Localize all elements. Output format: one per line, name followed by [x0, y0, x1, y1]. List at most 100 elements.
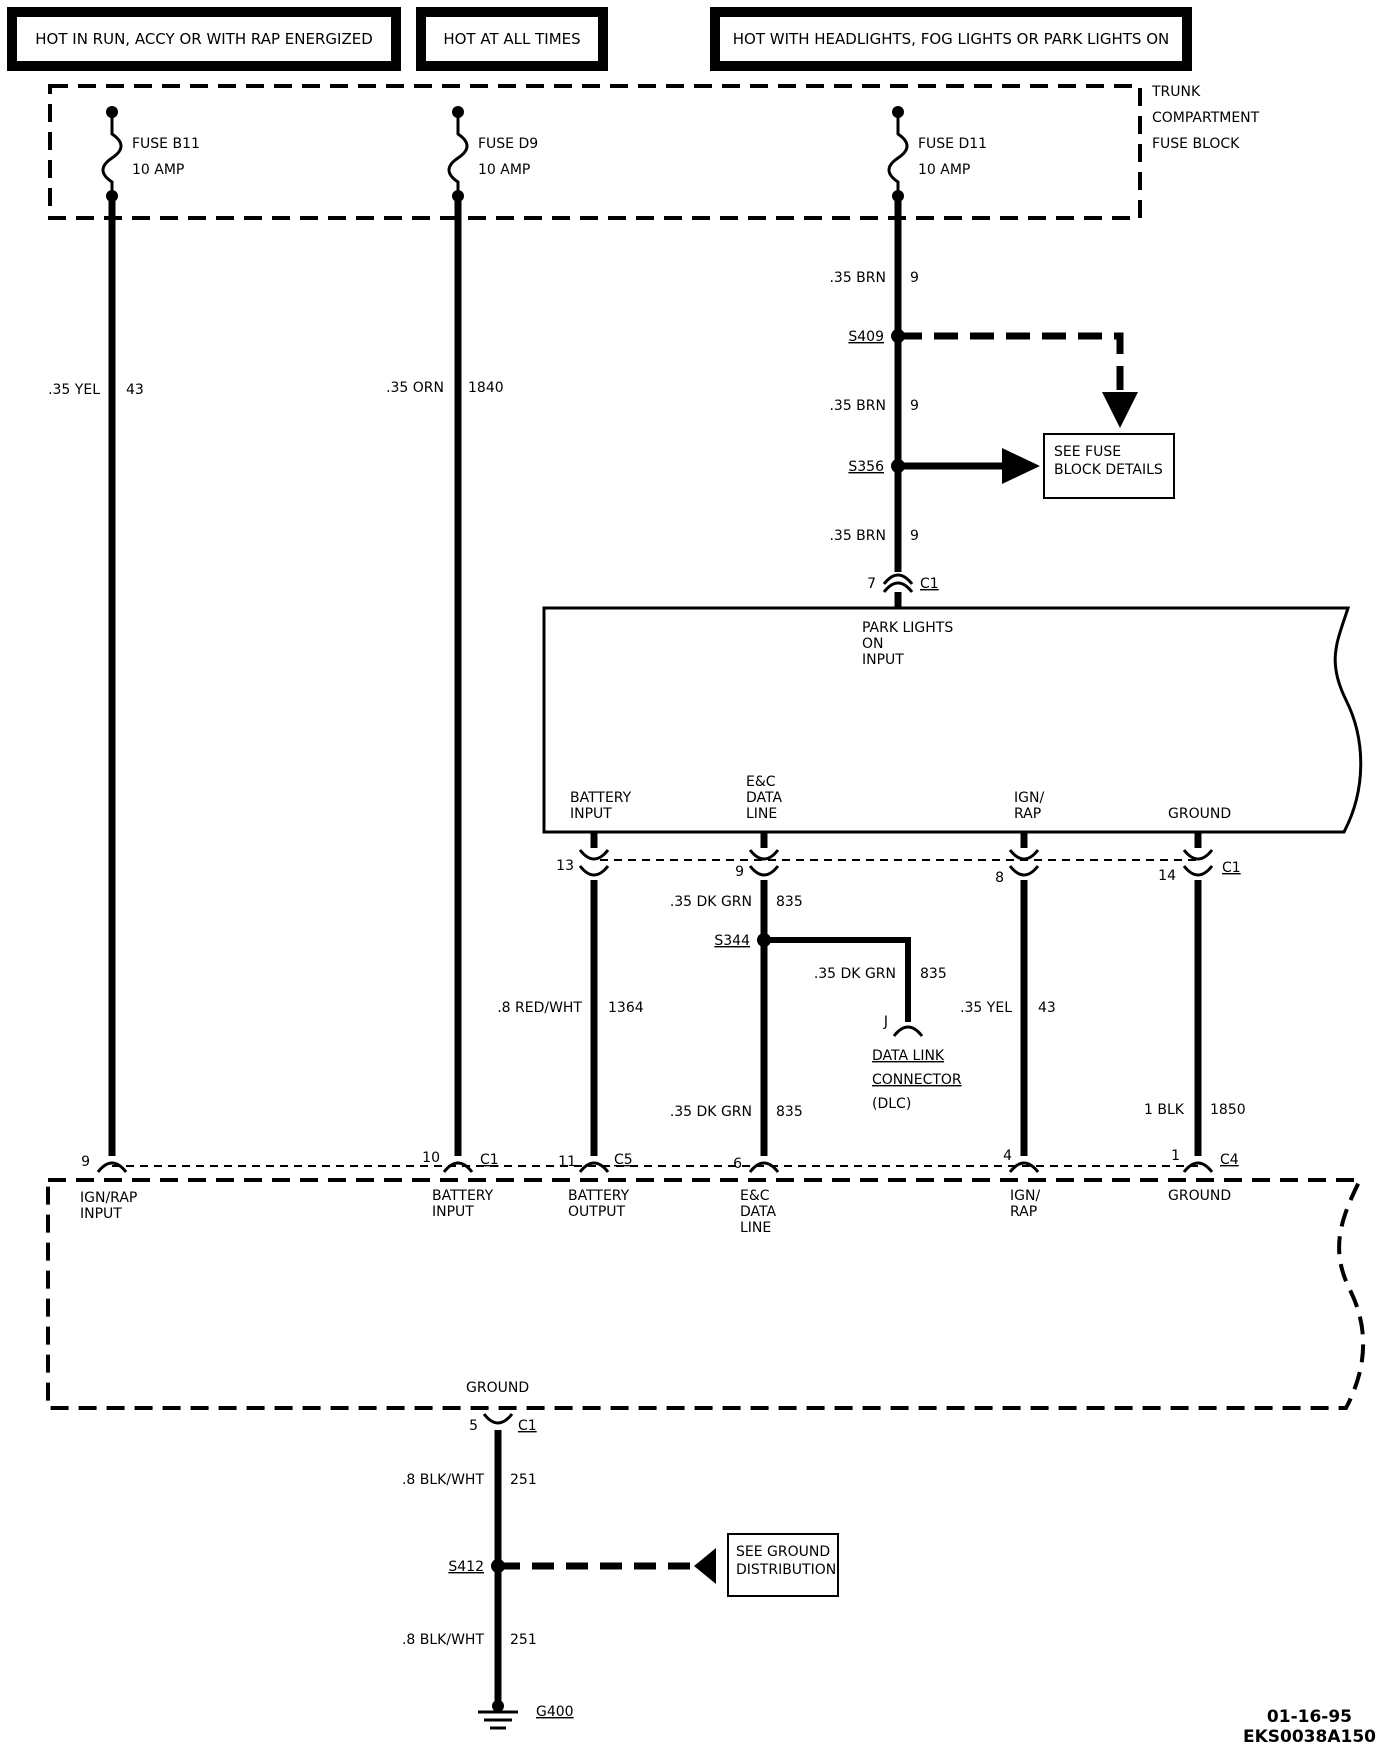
wire-redwht-circuit: 1364 — [608, 1000, 644, 1016]
um-ign-rap-1: IGN/ — [1014, 790, 1044, 806]
wire-yel2-gauge: .35 YEL — [960, 1000, 1012, 1016]
splice-s356-label: S356 — [848, 459, 884, 475]
um-ign-rap-2: RAP — [1014, 806, 1041, 822]
um-battery-input-1: BATTERY — [570, 790, 632, 806]
lm-ec-data-2: DATA — [740, 1204, 776, 1220]
wire-dkgrn-c-circuit: 835 — [776, 1104, 803, 1120]
wire-blkwht-b-gauge: .8 BLK/WHT — [402, 1632, 484, 1648]
lower-pin-1: 1 C4 — [1171, 1148, 1239, 1173]
lm-battery-output-1: BATTERY — [568, 1188, 630, 1204]
lm-battery-output-2: OUTPUT — [568, 1204, 626, 1220]
lm-battery-input-2: INPUT — [432, 1204, 474, 1220]
wire-blkwht-a-circuit: 251 — [510, 1472, 537, 1488]
dlc-label-2: CONNECTOR — [872, 1072, 962, 1088]
wire-brn-c-gauge: .35 BRN — [829, 528, 886, 544]
lower-pin-11: 11 C5 — [558, 1152, 633, 1173]
um-ec-data-2: DATA — [746, 790, 782, 806]
wire-redwht-gauge: .8 RED/WHT — [497, 1000, 582, 1016]
header-ign-rap: HOT IN RUN, ACCY OR WITH RAP ENERGIZED — [7, 7, 401, 71]
fuse-d9-rating: 10 AMP — [478, 162, 530, 178]
wire-blkwht-b-circuit: 251 — [510, 1632, 537, 1648]
splice-s344: S344 — [714, 933, 911, 1022]
header-park: HOT WITH HEADLIGHTS, FOG LIGHTS OR PARK … — [710, 7, 1192, 71]
lower-pin-9-num: 9 — [81, 1154, 90, 1170]
um-ec-data-3: LINE — [746, 806, 777, 822]
lower-conn-c1: C1 — [480, 1152, 499, 1168]
splice-s356: S356 — [848, 448, 1040, 484]
lower-pin-4-num: 4 — [1003, 1148, 1012, 1164]
ground-symbol-icon: G400 — [478, 1700, 574, 1730]
see-ground-line-2: DISTRIBUTION — [736, 1562, 836, 1578]
wire-brn-a-circuit: 9 — [910, 270, 919, 286]
wire-blk-circuit: 1850 — [1210, 1102, 1246, 1118]
park-pin: 7 — [867, 576, 876, 592]
um-battery-input-2: INPUT — [570, 806, 612, 822]
lower-pin-6-num: 6 — [733, 1156, 742, 1172]
lower-pin-5: 5 C1 — [469, 1413, 537, 1434]
splice-s412: S412 — [448, 1548, 716, 1584]
splice-s409: S409 — [848, 329, 1138, 428]
wire-brn-b-circuit: 9 — [910, 398, 919, 414]
lower-conn-c1-bottom: C1 — [518, 1418, 537, 1434]
upper-pin-9-num: 9 — [735, 864, 744, 880]
connector-park-c1: 7 C1 — [867, 573, 939, 593]
splice-s344-label: S344 — [714, 933, 750, 949]
fuse-d11-rating: 10 AMP — [918, 162, 970, 178]
lower-pin-10: 10 C1 — [422, 1150, 499, 1173]
park-input-label-3: INPUT — [862, 652, 904, 668]
lm-ec-data-3: LINE — [740, 1220, 771, 1236]
wire-blk-gauge: 1 BLK — [1144, 1102, 1185, 1118]
wire-brn-c-circuit: 9 — [910, 528, 919, 544]
upper-pin-8-num: 8 — [995, 870, 1004, 886]
upper-pin-13-num: 13 — [556, 858, 574, 874]
lower-pin-11-num: 11 — [558, 1154, 576, 1170]
lower-pin-10-num: 10 — [422, 1150, 440, 1166]
fuse-block-label-3: FUSE BLOCK — [1152, 136, 1240, 152]
wire-brn-a-gauge: .35 BRN — [829, 270, 886, 286]
header-battery-text: HOT AT ALL TIMES — [443, 30, 580, 48]
wire-orn-1840-circuit: 1840 — [468, 380, 504, 396]
lower-pin-1-num: 1 — [1171, 1148, 1180, 1164]
fuse-block-label-2: COMPARTMENT — [1152, 110, 1260, 126]
fuse-d11: FUSE D11 10 AMP — [887, 106, 987, 202]
dlc-pin: J — [883, 1014, 888, 1030]
lm-ec-data-1: E&C — [740, 1188, 770, 1204]
wire-yel2-circuit: 43 — [1038, 1000, 1056, 1016]
stamp-date: 01-16-95 — [1267, 1707, 1352, 1727]
upper-conn-c1-label: C1 — [1222, 860, 1241, 876]
dlc-connector: J DATA LINK CONNECTOR (DLC) — [872, 1014, 962, 1112]
lm-ground: GROUND — [1168, 1188, 1231, 1204]
upper-pin-13: 13 — [556, 832, 610, 877]
wire-yel-43-gauge: .35 YEL — [48, 382, 100, 398]
upper-module-outline — [542, 606, 1363, 834]
fuse-d9-name: FUSE D9 — [478, 136, 538, 152]
lower-pin-5-num: 5 — [469, 1418, 478, 1434]
fuse-block-label-1: TRUNK — [1151, 84, 1201, 100]
see-fuse-line-1: SEE FUSE — [1054, 444, 1121, 460]
fuse-b11-rating: 10 AMP — [132, 162, 184, 178]
park-conn: C1 — [920, 576, 939, 592]
wire-orn-1840-gauge: .35 ORN — [386, 380, 444, 396]
um-ec-data-1: E&C — [746, 774, 776, 790]
um-ground: GROUND — [1168, 806, 1231, 822]
see-fuse-block-details-box: SEE FUSE BLOCK DETAILS — [1043, 433, 1175, 499]
stamp-code: EKS0038A150 — [1243, 1727, 1376, 1747]
upper-pin-14: 14 C1 — [1158, 832, 1241, 884]
dlc-label-1: DATA LINK — [872, 1048, 945, 1064]
see-ground-distribution-box: SEE GROUND DISTRIBUTION — [727, 1533, 839, 1597]
dlc-label-3: (DLC) — [872, 1096, 911, 1112]
lower-conn-c4: C4 — [1220, 1152, 1239, 1168]
fuse-b11: FUSE B11 10 AMP — [101, 106, 200, 202]
lm-ground-bottom: GROUND — [466, 1380, 529, 1396]
lower-conn-c5: C5 — [614, 1152, 633, 1168]
wire-dkgrn-b-gauge: .35 DK GRN — [814, 966, 896, 982]
lm-ign-rap2-2: RAP — [1010, 1204, 1037, 1220]
upper-pin-9: 9 — [735, 832, 780, 880]
upper-pin-14-num: 14 — [1158, 868, 1176, 884]
park-input-label-2: ON — [862, 636, 884, 652]
lower-pin-4: 4 — [1003, 1148, 1040, 1173]
wire-yel-43-circuit: 43 — [126, 382, 144, 398]
lower-module-outline — [46, 1178, 1366, 1410]
fuse-d9: FUSE D9 10 AMP — [447, 106, 538, 202]
lower-pin-6: 6 — [733, 1156, 780, 1173]
